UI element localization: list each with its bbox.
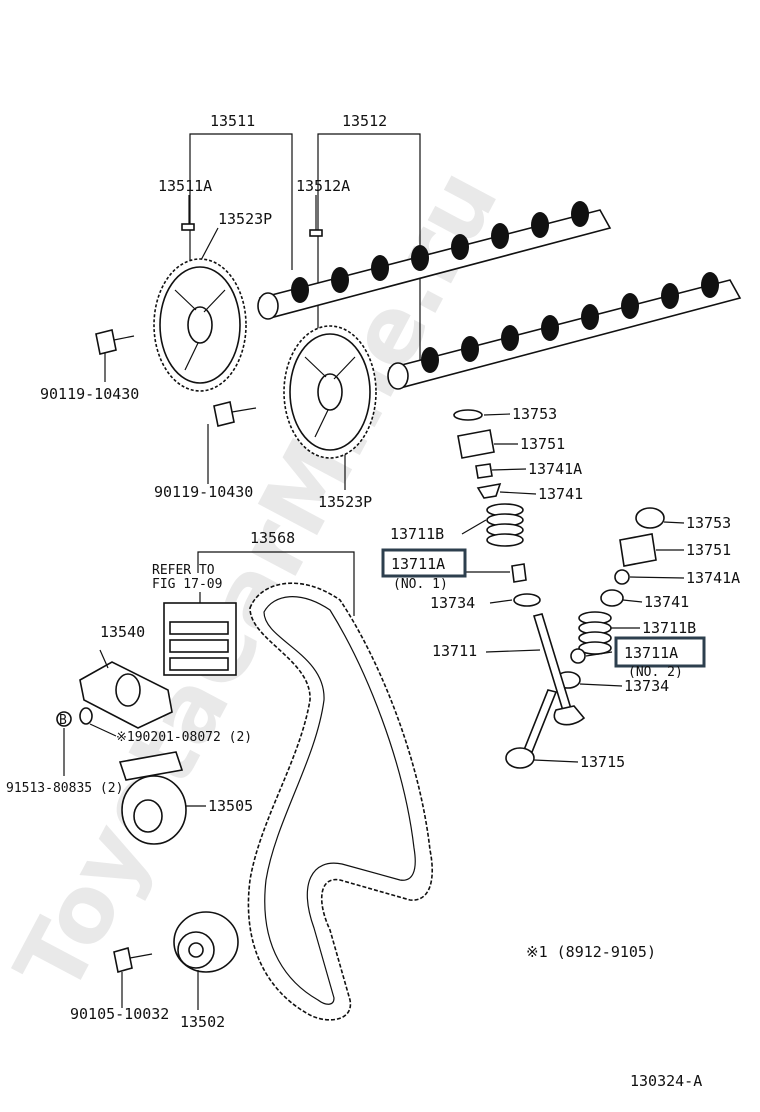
spring-13711B-a[interactable] <box>486 503 524 547</box>
spring-13711A-a[interactable] <box>511 563 527 583</box>
label-13711A-b: 13711A <box>624 644 678 662</box>
label-13511: 13511 <box>210 112 255 130</box>
label-13741A-a: 13741A <box>528 460 582 478</box>
spring-13711B-b[interactable] <box>578 611 612 655</box>
cam-pulley-lower[interactable] <box>283 325 377 459</box>
bolt-90105[interactable] <box>113 946 153 974</box>
label-13711B-a: 13711B <box>390 525 444 543</box>
label-no2: (NO. 2) <box>628 665 683 680</box>
label-13523P-top: 13523P <box>218 210 272 228</box>
label-13741A-b: 13741A <box>686 569 740 587</box>
label-13502: 13502 <box>180 1013 225 1031</box>
label-13711A-a: 13711A <box>391 555 445 573</box>
label-91513: 91513-80835 (2) <box>6 781 123 796</box>
cam-pulley-upper[interactable] <box>153 258 247 392</box>
label-13568: 13568 <box>250 529 295 547</box>
seat-13741-a[interactable] <box>476 482 502 499</box>
label-13512: 13512 <box>342 112 387 130</box>
label-90119-lower: 90119-10430 <box>154 483 253 501</box>
svg-text:B: B <box>59 713 67 728</box>
valve-leaders <box>461 413 685 763</box>
label-13751-a: 13751 <box>520 435 565 453</box>
highlight-13711A-no2 <box>614 636 706 668</box>
valve-group-no2 <box>555 507 665 689</box>
camshaft-13512[interactable] <box>387 272 742 390</box>
camshaft-13511[interactable] <box>257 201 612 320</box>
retainer-13741A-a[interactable] <box>475 463 493 479</box>
label-refer-2: FIG 17-09 <box>152 577 222 592</box>
label-13753-b: 13753 <box>686 514 731 532</box>
retainer-13741A-b[interactable] <box>614 569 630 585</box>
lifter-13751-b[interactable] <box>619 533 657 567</box>
label-13511A: 13511A <box>158 177 212 195</box>
figure-id: 130324-A <box>630 1072 702 1090</box>
label-13711: 13711 <box>432 642 477 660</box>
tensioner-13540[interactable] <box>79 649 173 729</box>
leader-190201 <box>89 723 117 737</box>
label-no1: (NO. 1) <box>393 577 448 592</box>
bolt-90119-upper[interactable] <box>95 329 135 355</box>
seal-13734-a[interactable] <box>513 593 541 607</box>
label-90105: 90105-10032 <box>70 1005 169 1023</box>
shim-13753-a[interactable] <box>453 409 483 421</box>
highlight-13711A-no1 <box>381 548 467 578</box>
spring-13711A-b[interactable] <box>570 648 586 664</box>
valve-group-no1 <box>453 409 541 607</box>
valve-13715[interactable] <box>505 689 558 769</box>
label-13523P-bottom: 13523P <box>318 493 372 511</box>
label-13540: 13540 <box>100 623 145 641</box>
label-90119-upper: 90119-10430 <box>40 385 139 403</box>
label-13751-b: 13751 <box>686 541 731 559</box>
belt-leader <box>197 551 355 616</box>
idler-13502[interactable] <box>173 911 239 973</box>
valve-13711[interactable] <box>532 613 586 726</box>
label-190201: ※190201-08072 (2) <box>116 730 252 745</box>
label-13512A: 13512A <box>296 177 350 195</box>
washer-190201[interactable]: B <box>56 707 93 728</box>
label-13711B-b: 13711B <box>642 619 696 637</box>
label-note1: ※1 (8912-9105) <box>526 943 656 961</box>
bolt-90119-lower[interactable] <box>213 401 257 427</box>
idler-13505[interactable] <box>118 751 187 845</box>
lifter-13751-a[interactable] <box>457 429 495 459</box>
timing-belt-13568[interactable] <box>247 582 433 1021</box>
refer-box <box>163 592 237 676</box>
label-13734-a: 13734 <box>430 594 475 612</box>
label-13715: 13715 <box>580 753 625 771</box>
shim-13753-b[interactable] <box>635 507 665 529</box>
seat-13741-b[interactable] <box>600 589 624 607</box>
dowel-pin-13511A[interactable] <box>181 223 195 231</box>
label-13741-a: 13741 <box>538 485 583 503</box>
label-13753-a: 13753 <box>512 405 557 423</box>
label-refer-1: REFER TO <box>152 563 215 578</box>
label-13734-b: 13734 <box>624 677 669 695</box>
label-13741-b: 13741 <box>644 593 689 611</box>
label-13505: 13505 <box>208 797 253 815</box>
dowel-pin-13512A[interactable] <box>309 229 323 237</box>
